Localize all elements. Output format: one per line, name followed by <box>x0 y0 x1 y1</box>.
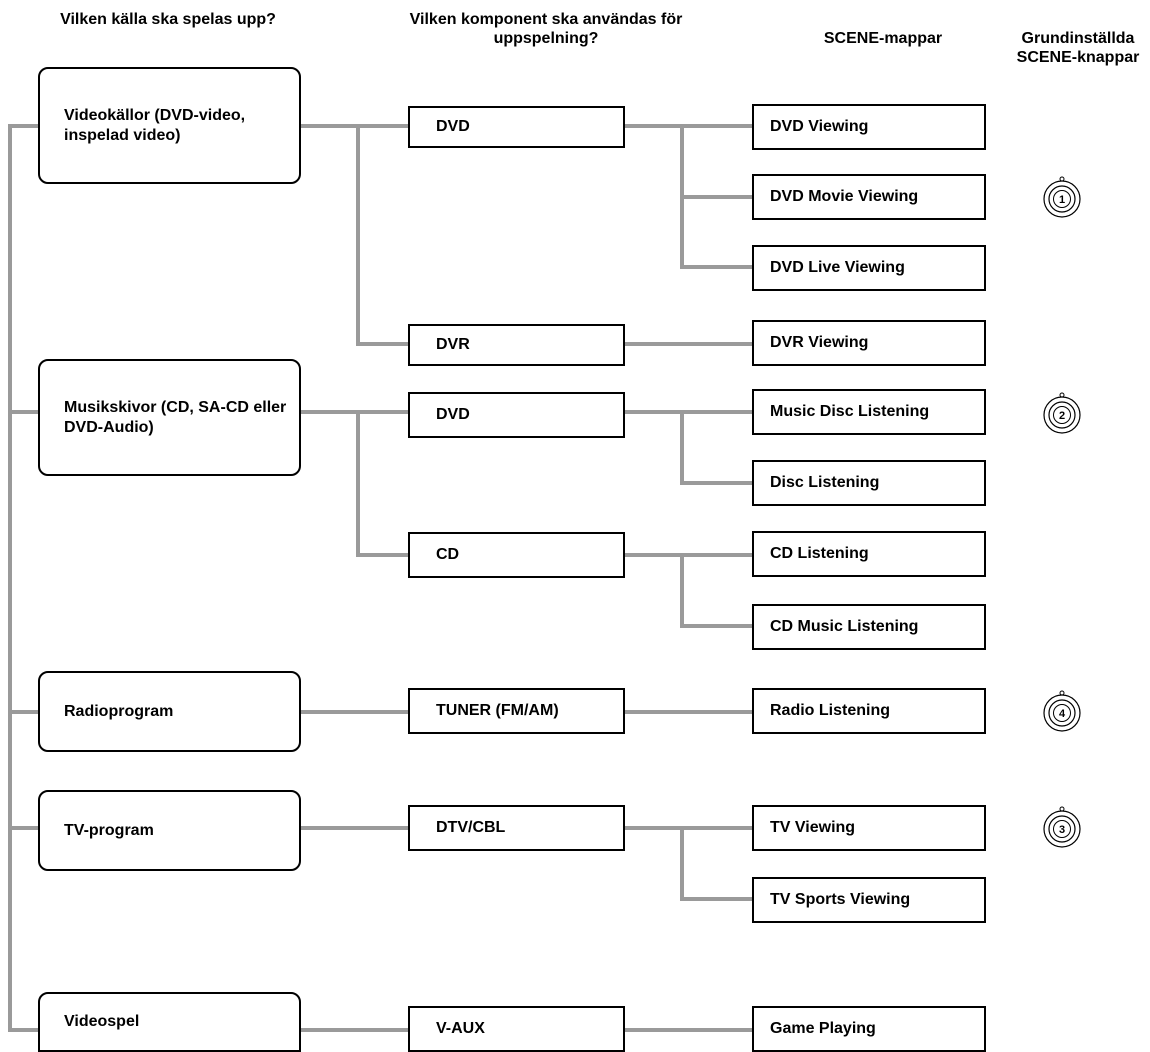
connector-line <box>680 624 752 628</box>
connector-line <box>680 265 752 269</box>
connector-line <box>680 481 752 485</box>
header-scene: SCENE-mappar <box>823 30 943 47</box>
scene-box-cd-music-listening: CD Music Listening <box>752 604 986 650</box>
source-box-music: Musikskivor (CD, SA-CD eller DVD-Audio) <box>38 359 301 476</box>
connector-line <box>300 710 408 714</box>
header-buttons: Grundinställda SCENE-knappar <box>1016 30 1140 66</box>
scene-button-2-icon: 2 <box>1043 392 1081 434</box>
component-box-dvd: DVD <box>408 106 625 148</box>
scene-box-disc-listening: Disc Listening <box>752 460 986 506</box>
scene-box-game-playing: Game Playing <box>752 1006 986 1052</box>
component-box-cd: CD <box>408 532 625 578</box>
connector-line <box>300 826 408 830</box>
connector-line <box>8 1028 38 1032</box>
connector-line <box>8 410 38 414</box>
source-box-radio: Radioprogram <box>38 671 301 752</box>
connector-line <box>680 897 752 901</box>
connector-line <box>624 710 752 714</box>
component-box-dvd-music: DVD <box>408 392 625 438</box>
scene-button-3-icon: 3 <box>1043 806 1081 848</box>
connector-line <box>8 124 38 128</box>
scene-box-tv-viewing: TV Viewing <box>752 805 986 851</box>
scene-button-4-icon: 4 <box>1043 690 1081 732</box>
source-box-tv: TV-program <box>38 790 301 871</box>
scene-button-1-icon: 1 <box>1043 176 1081 218</box>
scene-box-radio-listening: Radio Listening <box>752 688 986 734</box>
scene-box-tv-sports-viewing: TV Sports Viewing <box>752 877 986 923</box>
scene-box-dvr-viewing: DVR Viewing <box>752 320 986 366</box>
connector-line <box>8 710 38 714</box>
connector-line <box>624 1028 752 1032</box>
scene-box-dvd-viewing: DVD Viewing <box>752 104 986 150</box>
connector-line <box>624 410 752 414</box>
connector-line <box>8 124 12 1032</box>
source-box-video: Videokällor (DVD-video, inspelad video) <box>38 67 301 184</box>
scene-button-1-number: 1 <box>1059 194 1065 206</box>
connector-line <box>624 553 752 557</box>
connector-line <box>300 124 408 128</box>
connector-line <box>624 124 752 128</box>
connector-line <box>8 826 38 830</box>
scene-button-3-number: 3 <box>1059 824 1065 836</box>
scene-button-4-number: 4 <box>1059 708 1066 720</box>
scene-box-dvd-movie-viewing: DVD Movie Viewing <box>752 174 986 220</box>
scene-button-2-number: 2 <box>1059 410 1065 422</box>
connector-line <box>356 124 360 346</box>
connector-line <box>300 1028 408 1032</box>
connector-line <box>624 342 752 346</box>
component-box-tuner: TUNER (FM/AM) <box>408 688 625 734</box>
header-source: Vilken källa ska spelas upp? <box>60 11 276 28</box>
component-box-dvr: DVR <box>408 324 625 366</box>
header-component: Vilken komponent ska användas för uppspe… <box>409 11 683 47</box>
connector-line <box>624 826 752 830</box>
component-box-v-aux: V-AUX <box>408 1006 625 1052</box>
connector-line <box>680 826 684 901</box>
connector-line <box>356 553 408 557</box>
scene-box-music-disc-listening: Music Disc Listening <box>752 389 986 435</box>
scene-box-cd-listening: CD Listening <box>752 531 986 577</box>
component-box-dtv-cbl: DTV/CBL <box>408 805 625 851</box>
connector-line <box>680 410 684 485</box>
connector-line <box>680 553 684 628</box>
connector-line <box>356 410 360 557</box>
connector-line <box>680 195 752 199</box>
source-box-game: Videospel <box>38 992 301 1052</box>
connector-line <box>356 342 408 346</box>
connector-line <box>300 410 408 414</box>
scene-box-dvd-live-viewing: DVD Live Viewing <box>752 245 986 291</box>
